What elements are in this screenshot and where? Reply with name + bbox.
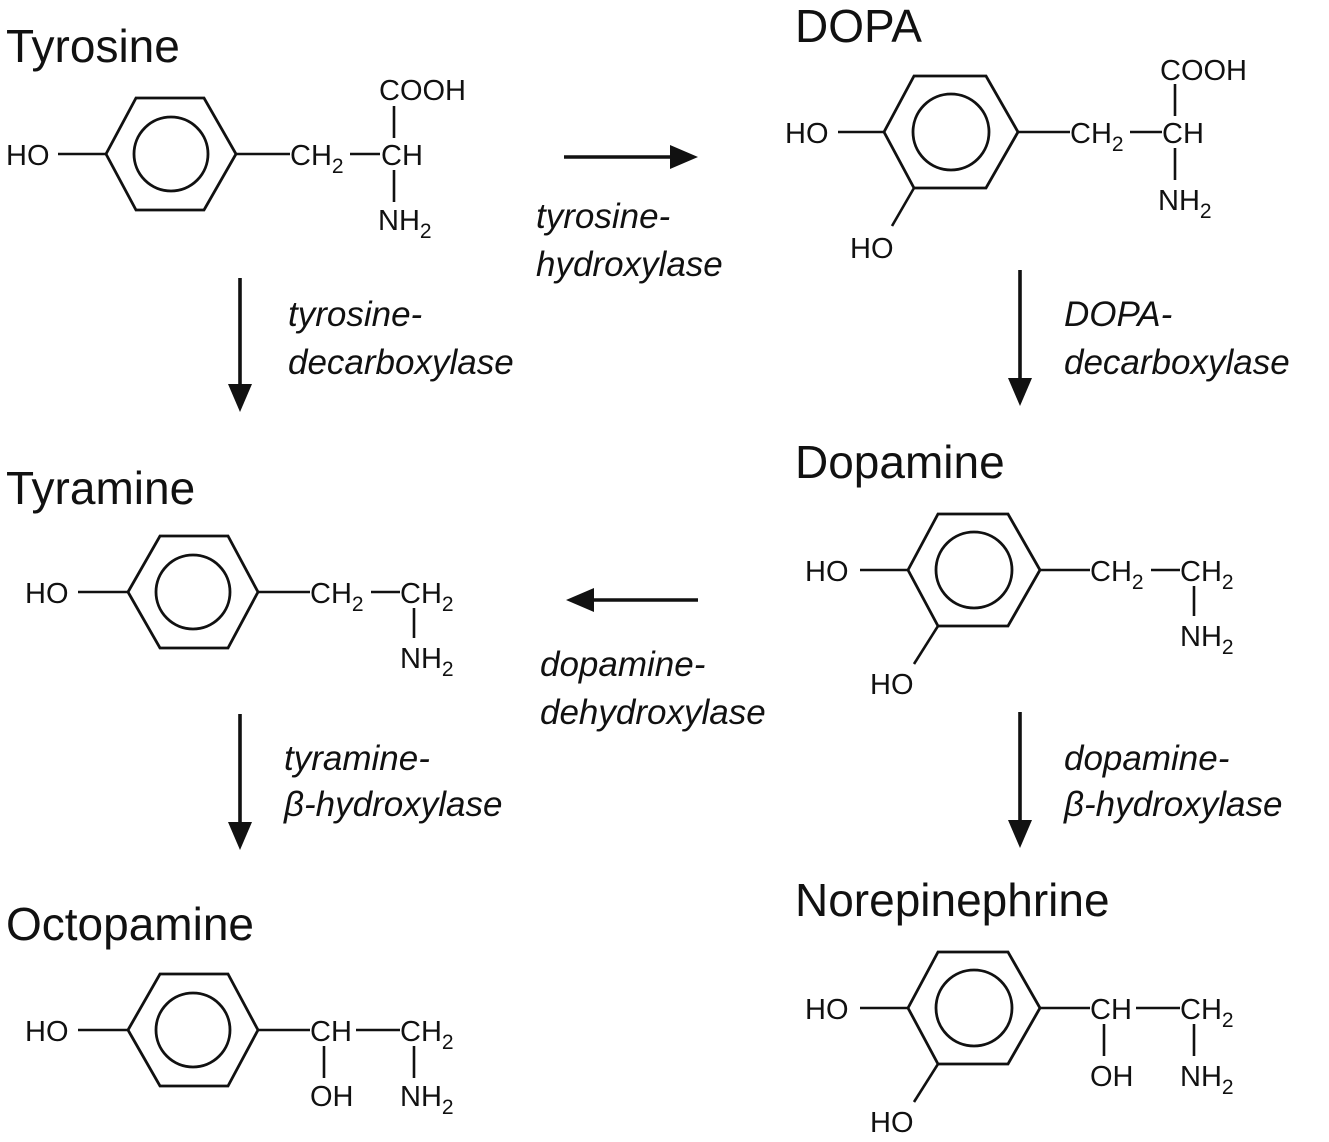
- ch2-label: CH2: [290, 140, 344, 178]
- cooh-label: COOH: [1160, 55, 1247, 87]
- ch2-label: CH2: [310, 578, 364, 616]
- ch2-label: CH2: [1180, 994, 1234, 1032]
- norepinephrine-title: Norepinephrine: [795, 874, 1110, 926]
- aromatic-circle: [934, 968, 1014, 1048]
- tyrosine-title: Tyrosine: [6, 20, 180, 72]
- aromatic-circle: [154, 553, 232, 631]
- nh2-label: NH2: [1180, 621, 1234, 659]
- ch2-label: CH2: [1070, 118, 1124, 156]
- ho-label: HO: [6, 140, 50, 172]
- dopamine-title: Dopamine: [795, 436, 1005, 488]
- svg-text:decarboxylase: decarboxylase: [288, 343, 514, 382]
- svg-text:decarboxylase: decarboxylase: [1064, 343, 1290, 382]
- benzene-ring: [126, 972, 260, 1088]
- enzyme-dopamine-dehydroxylase: dopamine- dehydroxylase: [540, 645, 766, 732]
- dopamine-structure: Dopamine HO HO CH2 CH2 NH2: [795, 436, 1234, 701]
- dopa-title: DOPA: [795, 0, 922, 52]
- enzyme-tyramine-beta-hydroxylase: tyramine- β-hydroxylase: [283, 739, 502, 824]
- ch2-label: CH2: [400, 578, 454, 616]
- svg-text:tyrosine-: tyrosine-: [288, 295, 422, 334]
- aromatic-circle: [132, 115, 210, 193]
- ch-label: CH: [310, 1016, 352, 1048]
- octopamine-title: Octopamine: [6, 898, 254, 950]
- enzyme-tyrosine-hydroxylase: tyrosine- hydroxylase: [536, 197, 723, 284]
- ho-label: HO: [870, 669, 914, 701]
- ch2-label: CH2: [1090, 556, 1144, 594]
- ho-label: HO: [850, 233, 894, 265]
- oh-label: OH: [310, 1081, 354, 1113]
- svg-text:DOPA-: DOPA-: [1064, 295, 1172, 334]
- arrow-tyrosine-to-dopa: [564, 145, 698, 169]
- tyramine-title: Tyramine: [6, 462, 195, 514]
- oh-label: OH: [1090, 1061, 1134, 1093]
- ch-label: CH: [381, 140, 423, 172]
- svg-text:dehydroxylase: dehydroxylase: [540, 693, 766, 732]
- svg-text:tyramine-: tyramine-: [284, 739, 430, 778]
- ch-label: CH: [1162, 118, 1204, 150]
- nh2-label: NH2: [400, 643, 454, 681]
- aromatic-circle: [934, 530, 1014, 610]
- nh2-label: NH2: [378, 205, 432, 243]
- nh2-label: NH2: [1180, 1061, 1234, 1099]
- svg-text:hydroxylase: hydroxylase: [536, 245, 723, 284]
- ho-label: HO: [805, 556, 849, 588]
- svg-text:β-hydroxylase: β-hydroxylase: [1063, 785, 1282, 824]
- arrow-tyramine-to-octopamine: [228, 714, 252, 850]
- tyramine-structure: Tyramine HO CH2 CH2 NH2: [6, 462, 454, 681]
- norepinephrine-structure: Norepinephrine HO HO CH CH2 OH NH2: [795, 874, 1234, 1139]
- arrow-dopa-to-dopamine: [1008, 270, 1032, 406]
- ch2-label: CH2: [1180, 556, 1234, 594]
- aromatic-circle: [154, 991, 232, 1069]
- ch-label: CH: [1090, 994, 1132, 1026]
- cooh-label: COOH: [379, 75, 466, 107]
- enzyme-dopa-decarboxylase: DOPA- decarboxylase: [1064, 295, 1290, 382]
- octopamine-structure: Octopamine HO CH CH2 OH NH2: [6, 898, 454, 1119]
- nh2-label: NH2: [400, 1081, 454, 1119]
- arrow-dopamine-to-norepinephrine: [1008, 712, 1032, 848]
- nh2-label: NH2: [1158, 185, 1212, 223]
- arrow-tyrosine-to-tyramine: [228, 278, 252, 412]
- ho-label: HO: [25, 1016, 69, 1048]
- dopa-structure: DOPA HO HO CH2 CH COOH NH2: [785, 0, 1247, 265]
- ho-label: HO: [785, 118, 829, 150]
- svg-text:tyrosine-: tyrosine-: [536, 197, 670, 236]
- svg-text:β-hydroxylase: β-hydroxylase: [283, 785, 502, 824]
- ho-label: HO: [805, 994, 849, 1026]
- enzyme-tyrosine-decarboxylase: tyrosine- decarboxylase: [288, 295, 514, 382]
- svg-text:dopamine-: dopamine-: [540, 645, 705, 684]
- ch2-label: CH2: [400, 1016, 454, 1054]
- benzene-ring: [104, 96, 238, 212]
- tyrosine-structure: Tyrosine HO CH2 CH COOH NH2: [6, 20, 466, 243]
- ho-label: HO: [25, 578, 69, 610]
- ho-label: HO: [870, 1107, 914, 1139]
- benzene-ring: [126, 534, 260, 650]
- enzyme-dopamine-beta-hydroxylase: dopamine- β-hydroxylase: [1063, 739, 1282, 824]
- aromatic-circle: [911, 92, 991, 172]
- svg-text:dopamine-: dopamine-: [1064, 739, 1229, 778]
- arrow-dopamine-to-tyramine: [566, 588, 698, 612]
